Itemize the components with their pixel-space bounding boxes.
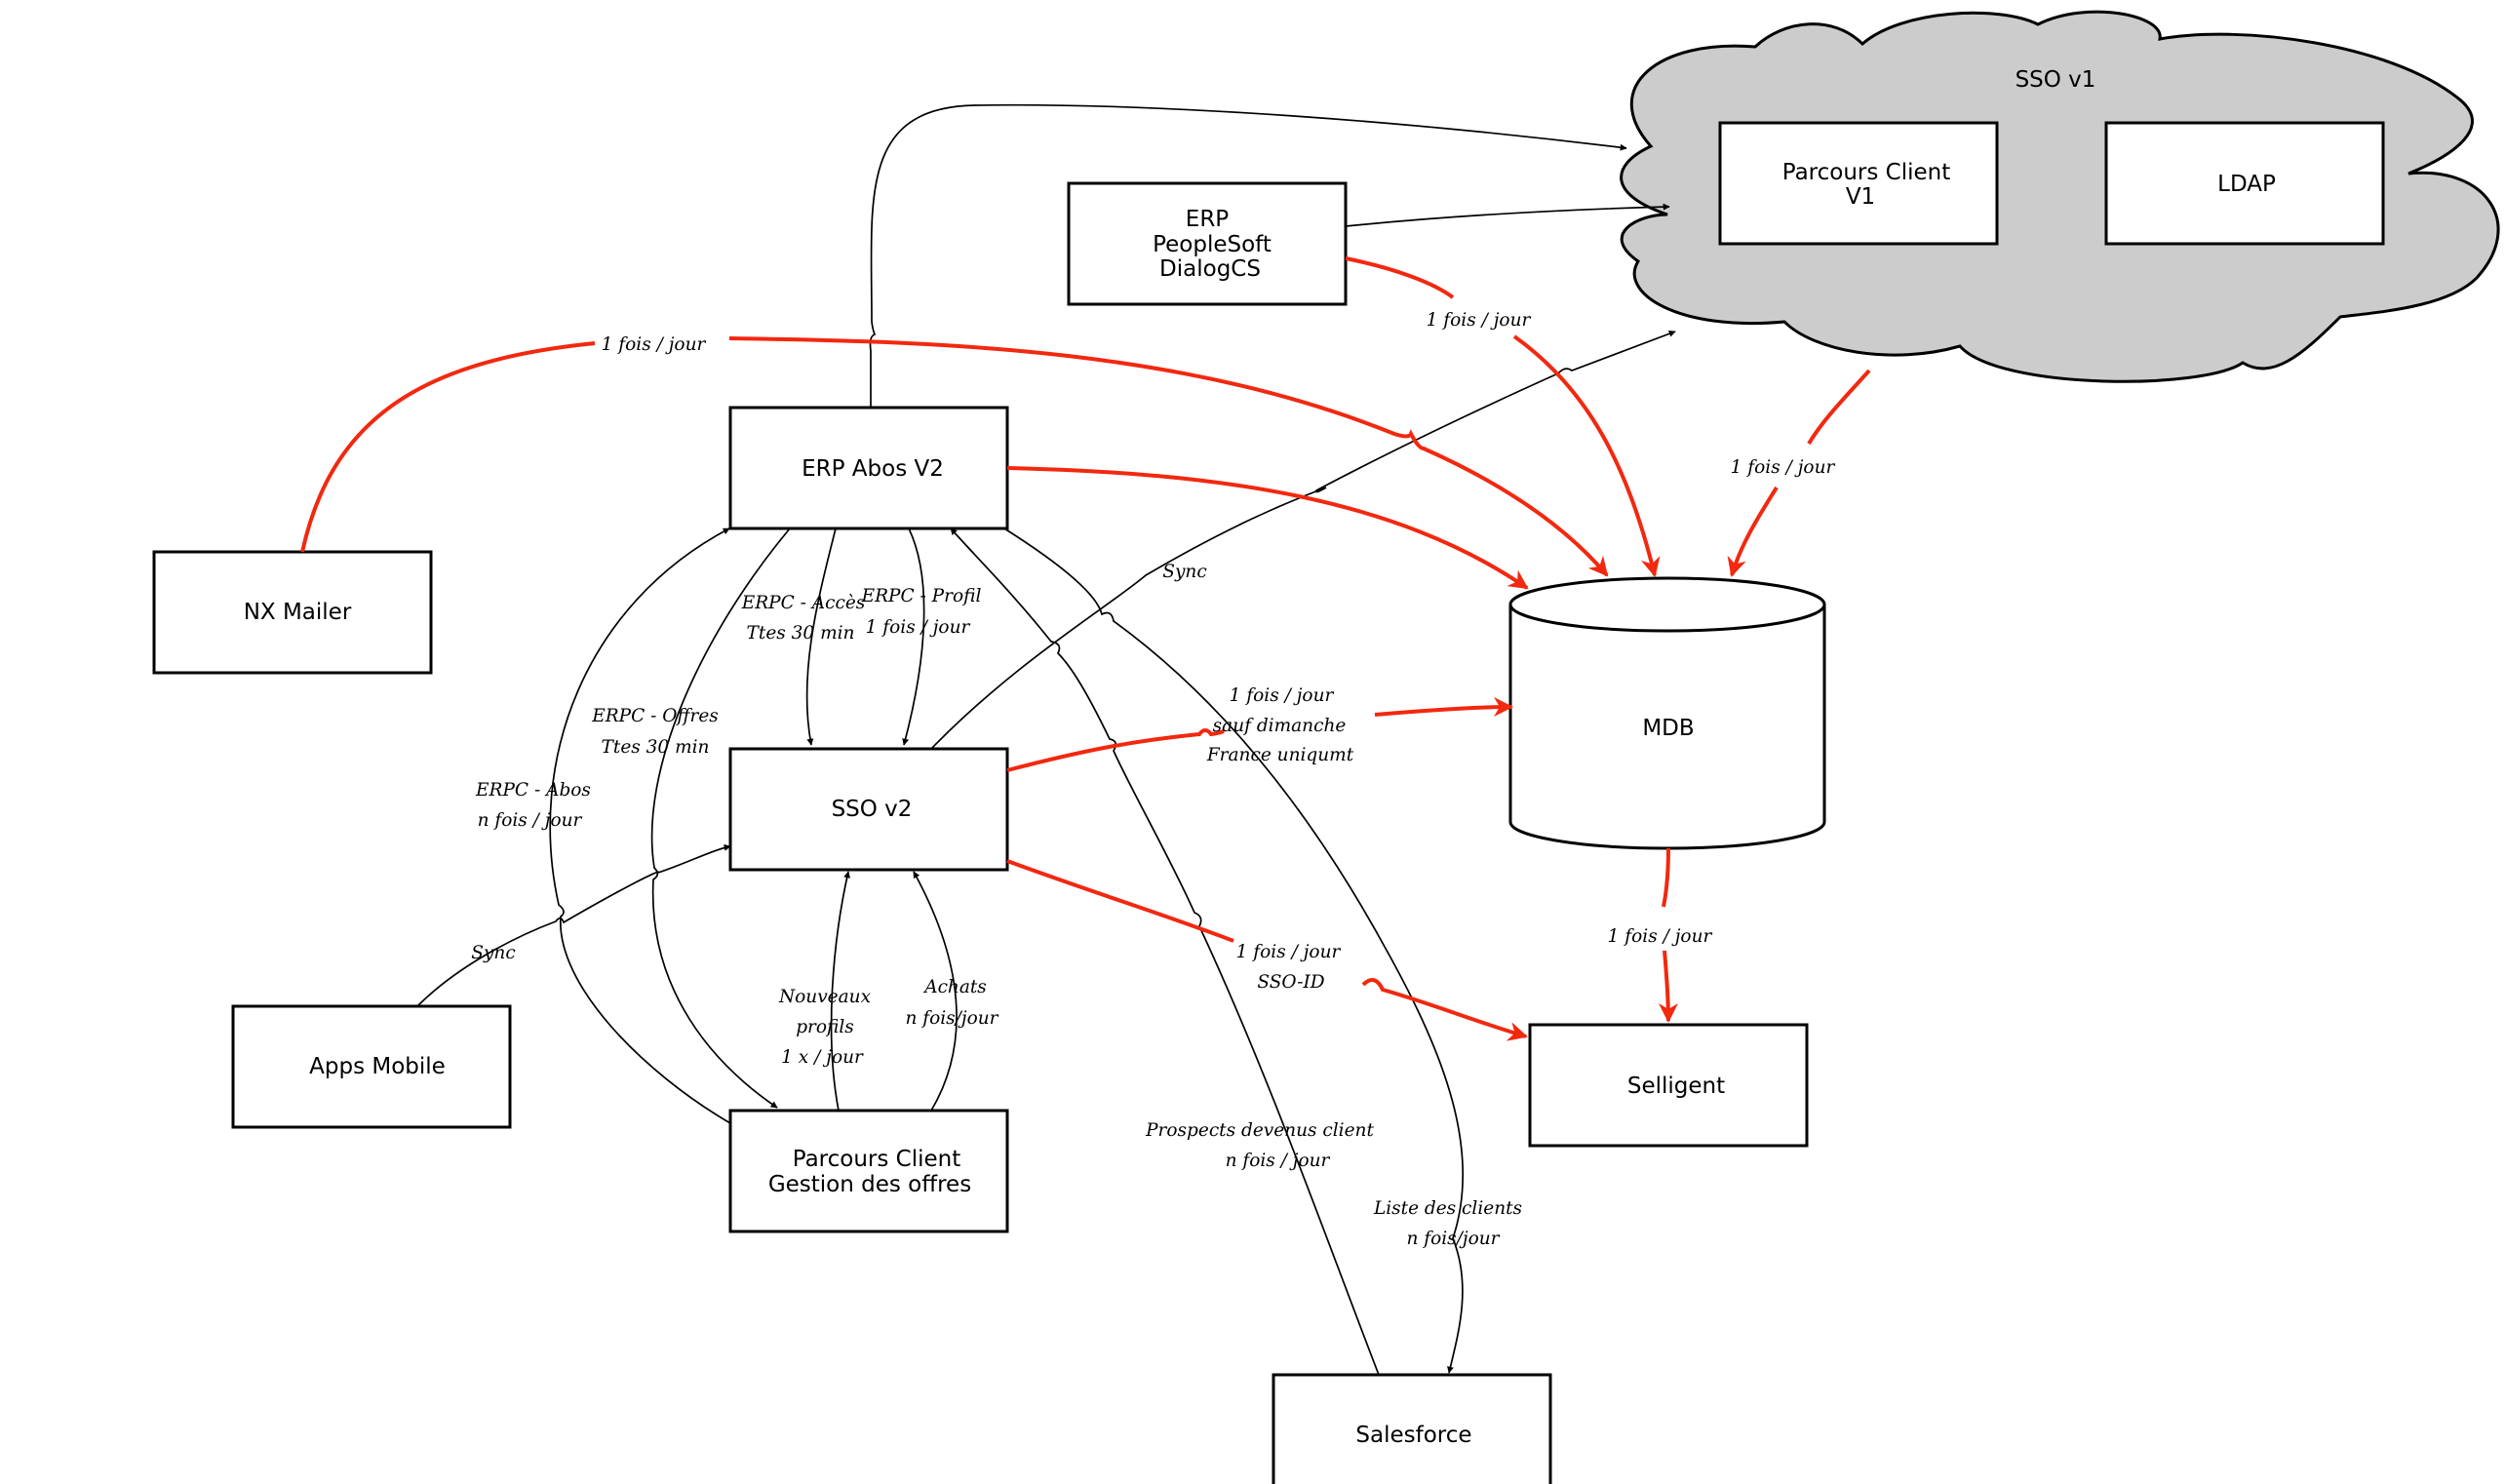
edge-labels: 1 fois / jour 1 fois / jour 1 fois / jou… [471,310,1835,1249]
erp-peoplesoft-line1: ERP [1186,207,1230,232]
edge-ssov2-to-selligent [1006,859,1526,1036]
erp-peoplesoft-line3: DialogCS [1159,256,1261,282]
edge-prospects [950,527,1380,1376]
edge-mdb-to-selligent [1663,847,1668,1021]
selligent-label: Selligent [1627,1074,1725,1099]
edge-apps-sync [416,843,731,1007]
red-edges [300,256,1871,1036]
apps-mobile-node: Apps Mobile [231,1004,512,1129]
apps-mobile-label: Apps Mobile [309,1054,446,1079]
erp-peoplesoft-line2: PeopleSoft [1153,232,1272,257]
edge-erp-ps-to-sso-v1 [1345,203,1670,227]
sso-v2-label: SSO v2 [832,797,913,822]
parcours-client-v1-line2: V1 [1846,184,1875,210]
edge-erpc-abos [549,527,731,1124]
label-erpc-acces-1: ERPC - Accès [741,593,866,613]
label-liste-clients-1: Liste des clients [1373,1198,1522,1219]
label-nouveaux-2: profils [796,1017,854,1037]
label-ssov2-mdb-2: sauf dimanche [1213,716,1347,736]
sso-v1-label: SSO v1 [2016,67,2096,93]
edge-erpc-profil [902,527,925,746]
sso-v1-cloud-shape [1620,10,2500,383]
label-ssov2-mdb-3: France uniqumt [1206,745,1354,765]
sso-v1-cloud: SSO v1 [1620,10,2500,383]
nx-mailer-label: NX Mailer [244,600,352,625]
parcours-client-gestion-line2: Gestion des offres [768,1172,971,1197]
edge-erp-abos-to-mdb [1006,466,1529,590]
label-achats-1: Achats [922,977,987,997]
label-erpc-acces-2: Ttes 30 min [747,623,855,644]
edge-erp-ps-to-mdb [1345,256,1655,575]
label-prospects-2: n fois / jour [1226,1151,1331,1171]
label-ssov2-selligent-2: SSO-ID [1257,972,1324,993]
ldap-node: LDAP [2104,121,2385,246]
label-nouveaux-3: 1 x / jour [781,1047,864,1068]
label-ssov1-to-mdb: 1 fois / jour [1731,457,1836,478]
mdb-cylinder-top [1508,604,1826,633]
parcours-client-gestion-node: Parcours Client Gestion des offres [728,1109,1009,1233]
label-nx-to-mdb: 1 fois / jour [602,334,707,355]
salesforce-label: Salesforce [1355,1423,1471,1448]
label-achats-2: n fois/jour [905,1008,998,1029]
label-prospects-1: Prospects devenus client [1145,1120,1374,1141]
edge-ssov1-to-mdb [1732,369,1871,575]
edge-nouveaux-profils [830,871,851,1112]
label-apps-sync: Sync [471,943,516,963]
erp-abos-v2-node: ERP Abos V2 [728,406,1009,530]
label-erpc-offres-2: Ttes 30 min [602,737,710,758]
label-erpc-abos-1: ERPC - Abos [475,780,591,801]
nx-mailer-node: NX Mailer [152,550,433,675]
label-nouveaux-1: Nouveaux [778,987,872,1007]
label-erpc-offres-1: ERPC - Offres [591,706,719,726]
label-erp-ps-to-mdb: 1 fois / jour [1427,310,1532,331]
sso-v2-node: SSO v2 [728,747,1009,872]
parcours-client-v1-line1: Parcours Client [1782,160,1951,185]
label-erpc-abos-2: n fois / jour [478,810,583,831]
ldap-label: LDAP [2217,172,2276,197]
edge-liste-clients [1003,527,1465,1374]
label-ssov2-selligent-1: 1 fois / jour [1236,942,1342,962]
salesforce-node: Salesforce [1272,1373,1552,1484]
label-erpc-profil-1: ERPC - Profil [861,586,982,606]
mdb-label: MDB [1642,716,1694,741]
black-edges [416,103,1676,1376]
edge-achats [913,871,958,1112]
edge-nx-to-mdb [300,336,1607,575]
label-liste-clients-2: n fois/jour [1406,1229,1500,1249]
edge-ssov2-to-mdb [1006,707,1511,772]
parcours-client-gestion-line1: Parcours Client [793,1147,961,1172]
label-mdb-selligent: 1 fois / jour [1608,926,1713,947]
erp-abos-v2-label: ERP Abos V2 [802,456,944,482]
erp-peoplesoft-node: ERP PeopleSoft DialogCS [1067,181,1348,306]
edge-ssov2-to-ssov1-sync [930,330,1676,750]
label-ssov2-mdb-1: 1 fois / jour [1230,685,1335,706]
parcours-client-v1-node: Parcours Client V1 [1718,121,1999,246]
label-ssov2-sync: Sync [1162,562,1207,582]
edge-erpc-acces [805,527,837,746]
selligent-node: Selligent [1528,1023,1809,1148]
edge-erp-abos-to-pc-v1 [869,103,1627,408]
label-erpc-profil-2: 1 fois / jour [866,617,971,638]
mdb-node: MDB [1508,576,1826,850]
mdb-cylinder-body [1508,576,1826,850]
